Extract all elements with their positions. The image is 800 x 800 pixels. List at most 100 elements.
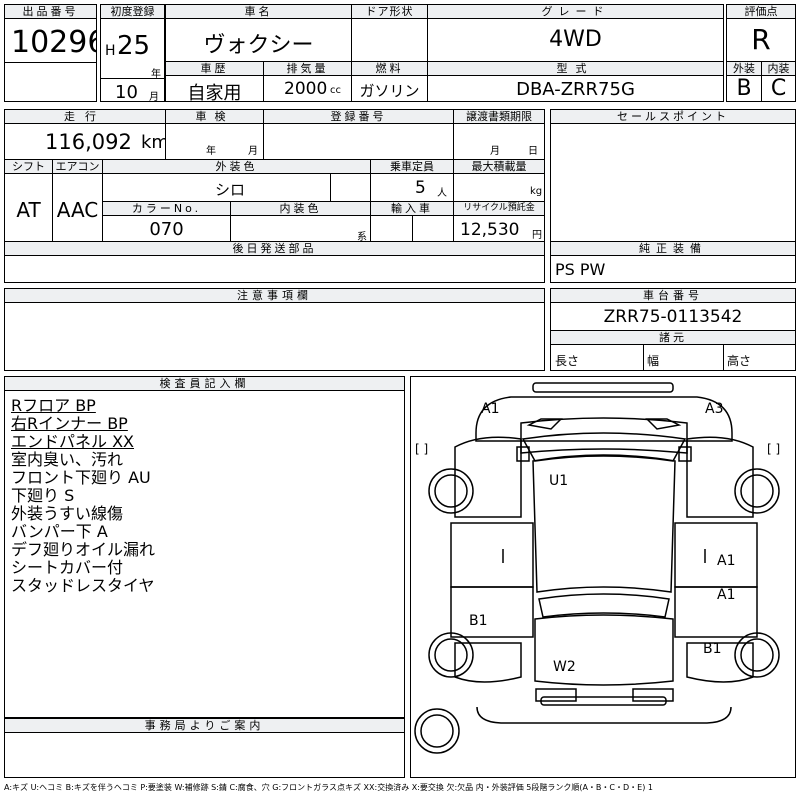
interior-color-box: 内装色 系 (230, 201, 371, 242)
aircon-label: エアコン (53, 160, 102, 174)
shift-label: シフト (5, 160, 52, 174)
score: R (751, 23, 771, 56)
length-label: 長さ (555, 354, 580, 368)
car-name-box: 車名 ヴォクシー (165, 4, 352, 62)
exterior-color: シロ (215, 181, 246, 199)
headlight-right (645, 418, 682, 430)
lot-number-label: 出品番号 (5, 5, 96, 19)
sales-point-box: セールスポイント (550, 109, 796, 242)
mark-right-rear-quarter: B1 (703, 641, 722, 657)
exterior-color-label: 外装色 (103, 160, 370, 174)
right-bracket: [ ] (767, 442, 780, 456)
notes-box: 注意事項欄 (4, 288, 545, 371)
left-rear-wheel-inner (434, 638, 468, 672)
exterior-score: B (736, 76, 752, 101)
history-box: 車歴 自家用 (165, 61, 264, 102)
recycle-label: リサイクル預託金 (454, 202, 544, 216)
left-front-wheel (428, 468, 474, 514)
interior-score-box: 内装 C (761, 61, 796, 102)
mark-right-rear-door: A1 (717, 587, 735, 603)
displacement-label: 排気量 (264, 62, 351, 76)
color-number-label: カラーNo. (103, 202, 230, 216)
left-rear-door (450, 586, 534, 638)
right-rear-door (674, 586, 758, 638)
transfer-month-unit: 月 (490, 146, 500, 157)
capacity-label: 乗車定員 (371, 160, 453, 174)
grade: 4WD (549, 27, 602, 52)
spare-wheel (414, 708, 460, 754)
km-unit: km (141, 132, 165, 153)
displacement-box: 排気量 2000 cc (263, 61, 352, 102)
color-number: 070 (149, 219, 184, 240)
cc-unit: cc (330, 85, 341, 96)
right-front-door (674, 522, 758, 588)
later-parts-box: 後日発送部品 (4, 241, 545, 283)
grade-label: グレード (428, 5, 723, 19)
car-name-label: 車名 (166, 5, 351, 19)
registration-month: 10 (115, 82, 138, 102)
rear-window (538, 593, 670, 618)
rear-bumper-bar (540, 696, 667, 706)
shift: AT (16, 198, 41, 222)
score-label: 評価点 (727, 5, 795, 19)
front-bumper (475, 396, 733, 442)
interior-label: 内装 (762, 62, 795, 76)
model-code-box: 型式 DBA-ZRR75G (427, 61, 724, 102)
year-unit: 年 (151, 69, 161, 80)
month-unit: 月 (149, 92, 159, 102)
history: 自家用 (187, 83, 242, 102)
headlight-left (526, 418, 563, 430)
chassis-number: ZRR75-0113542 (603, 307, 743, 327)
exterior-label: 外装 (727, 62, 761, 76)
left-mirror (516, 446, 530, 462)
fuel-box: 燃料 ガソリン (351, 61, 428, 102)
right-front-wheel-inner (740, 474, 774, 508)
capacity: 5 (415, 178, 426, 198)
transfer-deadline-box: 譲渡書類期限 月 日 (453, 109, 545, 160)
inspector-remarks-label: 検査員記入欄 (5, 377, 404, 391)
history-label: 車歴 (166, 62, 263, 76)
remark-item: 下廻り S (11, 486, 75, 505)
right-rear-wheel (734, 632, 780, 678)
spare-wheel-inner (420, 714, 454, 748)
model-code-label: 型式 (428, 62, 723, 76)
roof (532, 454, 676, 593)
remark-item: 室内臭い、汚れ (11, 450, 124, 469)
left-bracket: [ ] (415, 442, 428, 456)
right-rear-quarter (686, 642, 754, 683)
car-name: ヴォクシー (203, 33, 314, 58)
inspection-month-unit: 月 (248, 146, 258, 157)
windshield (521, 432, 687, 462)
damage-diagram-box: A1 A3 U1 A1 A1 B1 B1 W2 [ ] [ ] (410, 376, 796, 778)
specs-box: 諸元 長さ 幅 高さ (550, 330, 796, 371)
mark-rear: W2 (553, 659, 576, 675)
transfer-deadline-label: 譲渡書類期限 (454, 110, 544, 124)
interior-score: C (770, 76, 787, 101)
mark-left-rear: B1 (469, 613, 488, 629)
remark-item: 外装うすい線傷 (11, 504, 124, 523)
mileage-label: 走行 (5, 110, 165, 124)
era: H (105, 43, 116, 59)
max-load-label: 最大積載量 (454, 160, 544, 174)
recycle-box: リサイクル預託金 12,530 円 (453, 201, 545, 242)
width-label: 幅 (647, 354, 660, 368)
remark-item: スタッドレスタイヤ (11, 576, 155, 595)
remark-item: エンドパネル XX (11, 432, 135, 451)
kg-unit: kg (530, 186, 543, 197)
kei-unit: 系 (357, 232, 367, 242)
import-label: 輸入車 (371, 202, 453, 216)
exterior-score-box: 外装 B (726, 61, 762, 102)
left-rear-wheel (428, 632, 474, 678)
rear-bumper (476, 706, 732, 724)
registration-number-box: 登録番号 (263, 109, 454, 160)
car-diagram: A1 A3 U1 A1 A1 B1 B1 W2 [ ] [ ] (414, 382, 780, 754)
inspection-year-unit: 年 (206, 146, 216, 157)
score-box: 評価点 R (726, 4, 796, 62)
grade-box: グレード 4WD (427, 4, 724, 62)
remark-item: シートカバー付 (11, 558, 124, 577)
import-box: 輸入車 (370, 201, 454, 242)
aircon-box: エアコン AAC (52, 159, 103, 242)
right-front-fender (686, 436, 754, 518)
specs-label: 諸元 (551, 331, 795, 345)
